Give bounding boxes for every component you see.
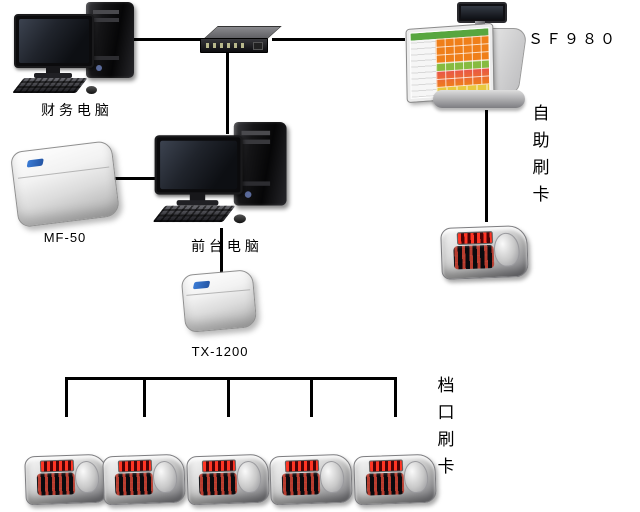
reader-keypad (453, 244, 495, 270)
reader-led-display (284, 459, 320, 473)
cable-drop-3 (227, 377, 230, 417)
reader-led-display (456, 231, 494, 246)
cable-frontpc-to-tx1200 (220, 228, 223, 274)
pos-ui-item-list (410, 38, 437, 98)
selfservice-card-reader-graphic (440, 219, 529, 280)
monitor-stand-base (176, 200, 219, 206)
pos-model-label: ＳＦ９８０ (528, 31, 619, 48)
reader-led-display (201, 459, 237, 473)
reader-led-display (368, 459, 404, 473)
cable-drop-4 (310, 377, 313, 417)
tx1200-body (180, 268, 258, 334)
frontdesk-computer-label: 前 台 电 脑 (191, 238, 259, 254)
network-switch-graphic (198, 24, 282, 56)
pos-base (433, 90, 525, 108)
mf50-label: MF-50 (43, 230, 87, 245)
mf50-body (9, 140, 121, 228)
reader-keypad (365, 472, 405, 496)
pos-customer-display (457, 2, 507, 23)
computer-monitor (14, 14, 94, 68)
reader-led-display (39, 459, 75, 473)
pos-ui-button-grid (435, 35, 490, 89)
stall-card-reader-3 (186, 448, 270, 506)
computer-keyboard (12, 78, 88, 93)
reader-keypad (36, 472, 76, 496)
switch-front-ports (200, 38, 268, 53)
reader-keypad (114, 472, 154, 496)
stall-card-reader-1 (24, 448, 108, 506)
finance-computer-graphic (8, 2, 148, 100)
pos-app-ui (410, 28, 490, 98)
mf50-reader-graphic (9, 140, 121, 228)
stall-card-reader-5 (353, 448, 437, 506)
cable-finance-to-switch (130, 38, 204, 41)
self-service-swipe-label: 自 助 刷 卡 (532, 104, 550, 204)
tx1200-label: TX-1200 (191, 344, 249, 359)
finance-computer-label: 财 务 电 脑 (41, 102, 109, 118)
cable-switch-to-frontpc (226, 52, 229, 134)
monitor-stand (46, 66, 60, 74)
tx1200-reader-graphic (180, 268, 258, 334)
monitor-stand (189, 192, 206, 202)
stall-card-reader-4 (269, 448, 353, 506)
cable-switch-to-pos (272, 38, 405, 41)
computer-screen (160, 140, 238, 190)
computer-screen (19, 19, 89, 63)
reader-keypad (198, 472, 238, 496)
computer-mouse (86, 86, 97, 94)
cable-drop-2 (143, 377, 146, 417)
stall-card-reader-2 (102, 448, 186, 506)
reader-led-display (117, 459, 153, 473)
cable-mf50-to-frontpc (112, 177, 162, 180)
reader-keypad (281, 472, 321, 496)
cable-drop-5 (394, 377, 397, 417)
cable-drop-1 (65, 377, 68, 417)
computer-tower (86, 2, 134, 78)
frontdesk-computer-graphic (148, 122, 302, 230)
computer-monitor (154, 135, 243, 195)
monitor-stand-base (34, 73, 72, 78)
computer-keyboard (152, 205, 236, 223)
cable-pos-to-reader (485, 110, 488, 222)
stall-swipe-label: 档 口 刷 卡 (437, 376, 455, 476)
pos-terminal-graphic (403, 2, 537, 114)
tx1200-logo (192, 280, 210, 289)
cable-bus (65, 377, 397, 380)
computer-mouse (233, 214, 246, 224)
